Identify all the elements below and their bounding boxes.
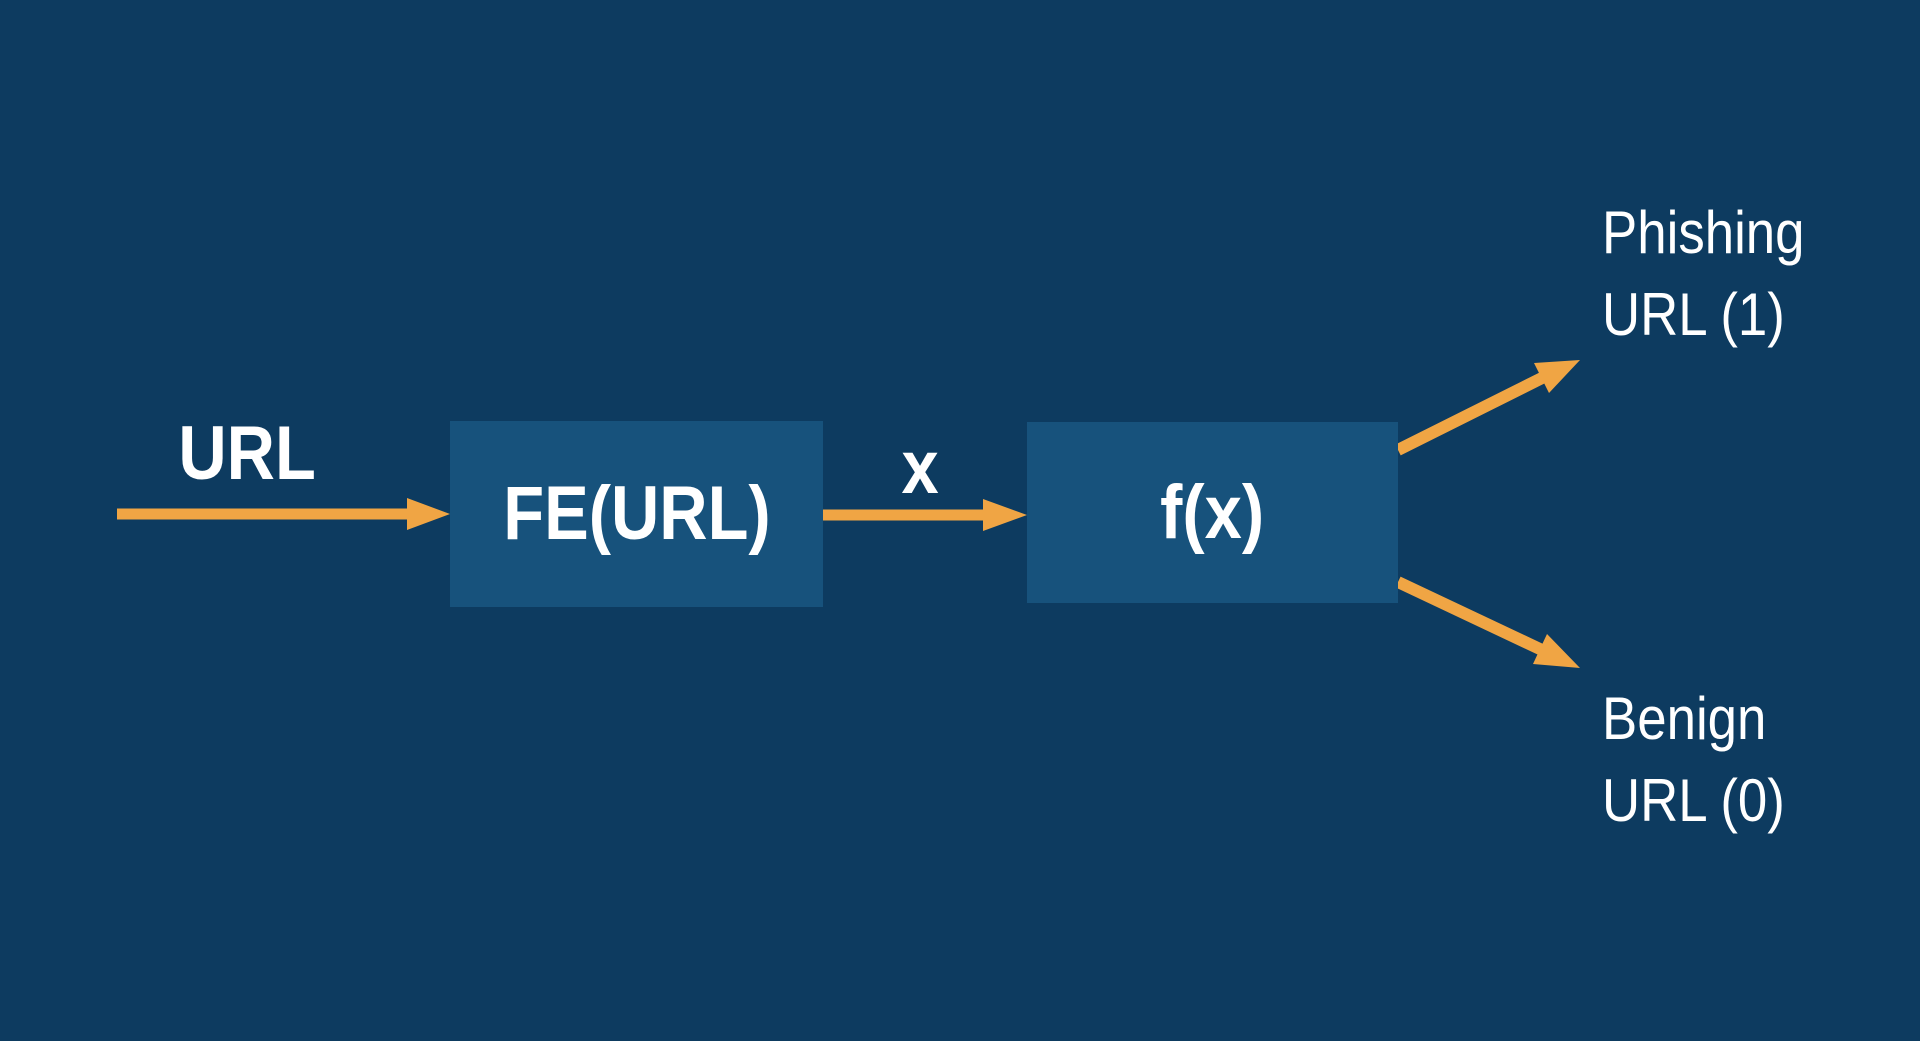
input-url-label: URL: [97, 416, 397, 492]
phishing-output-label: Phishing URL (1): [1602, 192, 1832, 356]
url-input-arrow-icon: [117, 498, 450, 530]
input-url-label-text: URL: [178, 411, 316, 496]
classifier-model-box-label: f(x): [1160, 469, 1265, 555]
benign-output-arrow-icon: [1395, 576, 1580, 668]
feature-extraction-box-label: FE(URL): [502, 471, 771, 556]
benign-output-line2: URL (0): [1602, 767, 1785, 834]
phishing-output-arrow-icon: [1395, 360, 1580, 456]
benign-output-label: Benign URL (0): [1602, 678, 1810, 842]
feature-extraction-box: FE(URL): [450, 421, 823, 607]
phishing-output-line2: URL (1): [1602, 281, 1785, 348]
phishing-output-line1: Phishing: [1602, 199, 1805, 266]
feature-vector-arrow-icon: [823, 499, 1027, 531]
feature-vector-label-text: x: [901, 425, 939, 510]
classifier-model-box: f(x): [1027, 422, 1398, 603]
benign-output-line1: Benign: [1602, 685, 1767, 752]
feature-vector-label: x: [820, 430, 1020, 506]
